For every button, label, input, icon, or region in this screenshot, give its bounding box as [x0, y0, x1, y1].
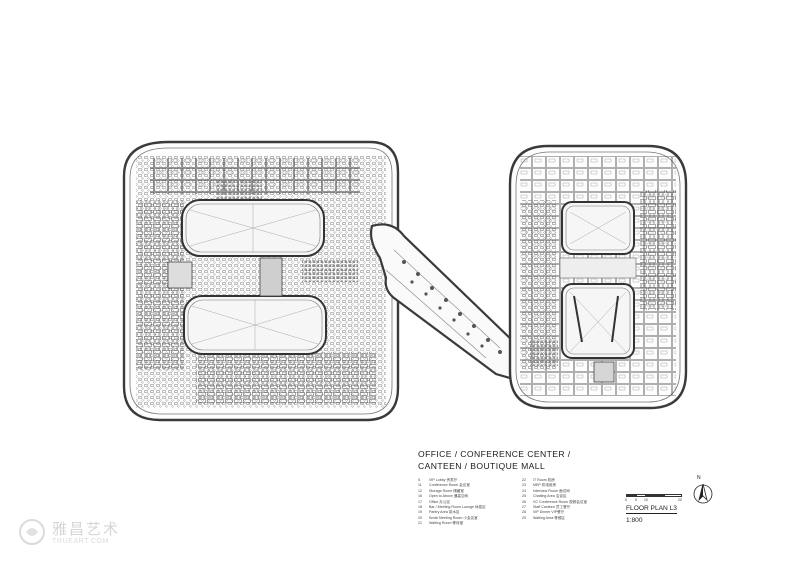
scale-tick: 10 — [644, 498, 648, 502]
title-line-1: OFFICE / CONFERENCE CENTER / — [418, 449, 571, 459]
watermark-logo-icon — [19, 519, 45, 545]
plan-scale: 1:800 — [626, 517, 643, 524]
floor-plan-label: FLOOR PLAN L3 — [626, 505, 677, 514]
scale-bar: 0 5 10 20 — [625, 494, 684, 502]
left-building — [122, 140, 409, 422]
watermark-en: TRUEART.COM — [52, 538, 110, 545]
right-building — [508, 144, 688, 410]
north-label: N — [697, 475, 701, 481]
scale-tick: 0 — [625, 498, 627, 502]
north-arrow-icon — [693, 483, 713, 504]
diagonal-bridge — [369, 223, 524, 380]
scale-tick: 5 — [635, 498, 637, 502]
drawing-title: OFFICE / CONFERENCE CENTER / CANTEEN / B… — [418, 448, 598, 472]
title-line-2: CANTEEN / BOUTIQUE MALL — [418, 461, 546, 471]
watermark-cn: 雅昌艺术 — [52, 520, 121, 538]
scale-tick: 20 — [678, 498, 682, 502]
watermark: 雅昌艺术 TRUEART.COM — [18, 516, 168, 550]
